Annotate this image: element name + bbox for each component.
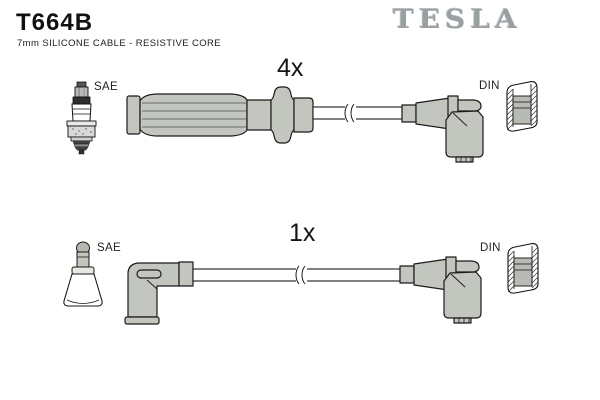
straight-boot-graphic — [126, 86, 314, 144]
din-plug-boot-row1-graphic — [401, 95, 484, 163]
part-number: T664B — [16, 9, 94, 36]
cable-break-icon — [295, 265, 306, 285]
cable-row2-graphic — [192, 265, 401, 285]
row2-quantity-label: 1x — [289, 219, 316, 247]
din-socket-cross-section-icon-row2 — [507, 243, 539, 294]
din-plug-boot-row2-graphic — [399, 256, 482, 324]
din-socket-cross-section-icon-row1 — [506, 81, 538, 132]
brand-logo: TESLA — [393, 4, 522, 35]
cone-terminal-icon — [63, 241, 103, 307]
product-subtitle: 7mm SILICONE CABLE - RESISTIVE CORE — [17, 38, 222, 49]
spark-plug-icon — [66, 81, 97, 155]
row1-sae-label: SAE — [94, 81, 118, 93]
row1-quantity-label: 4x — [277, 54, 304, 82]
cable-row1-graphic — [312, 103, 403, 123]
row1-din-label: DIN — [479, 80, 500, 92]
elbow-boot-graphic — [124, 261, 194, 325]
row2-din-label: DIN — [480, 242, 501, 254]
row2-sae-label: SAE — [97, 242, 121, 254]
cable-break-icon — [344, 103, 355, 123]
